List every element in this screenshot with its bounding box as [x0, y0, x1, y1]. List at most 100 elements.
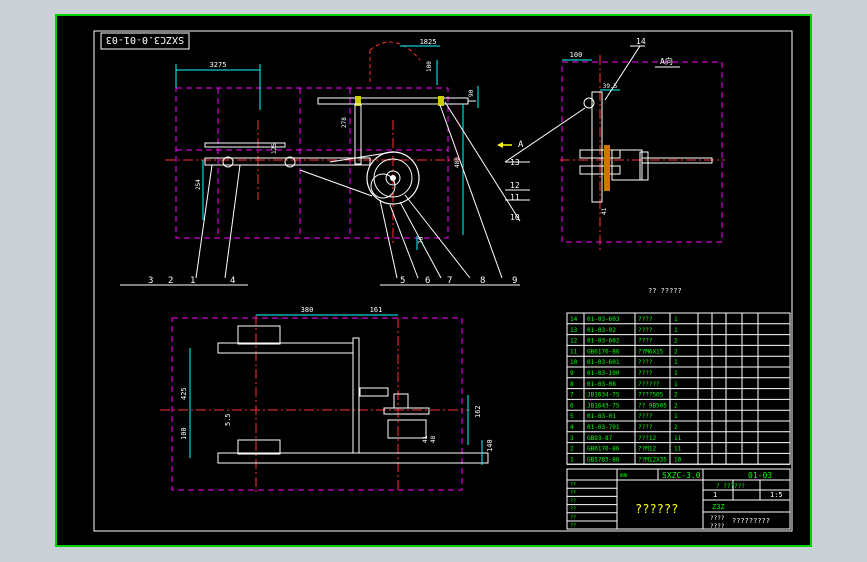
table-cell: 6 — [570, 402, 574, 409]
table-cell: ???? — [638, 424, 653, 431]
table-cell: GB6170-86 — [587, 446, 620, 453]
table-cell: 1 — [674, 316, 678, 323]
material-text: Z3Z — [712, 503, 725, 511]
plan-dim-f: 162 — [474, 405, 482, 418]
side-view-label: A向 — [660, 56, 673, 66]
table-cell: 01-03-701 — [587, 424, 620, 431]
side-dim-low: 41 — [601, 207, 608, 215]
table-cell: 7 — [570, 392, 574, 399]
table-cell: 1 — [674, 413, 678, 420]
company-text: ????????? — [732, 517, 770, 525]
table-cell: 01-03-01 — [587, 413, 616, 420]
plan-dim-c: 425 — [180, 387, 188, 400]
plan-dim-h: 41 — [422, 435, 429, 443]
balloon-5: 5 — [400, 276, 405, 286]
table-cell: 14 — [570, 316, 578, 323]
balloon-13: 13 — [510, 158, 520, 167]
table-cell: 01-03-603 — [587, 316, 620, 323]
table-cell: JB1634-75 — [587, 392, 620, 399]
drawing-sheet-border — [55, 14, 812, 547]
table-cell: 4 — [570, 424, 574, 431]
table-cell: GB93-87 — [587, 435, 613, 442]
balloon-1: 1 — [190, 276, 195, 286]
table-cell: 1 — [570, 456, 574, 463]
side-dim-top: 100 — [570, 51, 583, 59]
table-cell: 5 — [570, 413, 574, 420]
sign-row-label: ?? — [570, 482, 576, 488]
dim-v5: 278 — [341, 117, 348, 128]
sign-row-label: ?? — [570, 507, 576, 513]
plan-dim-i: 48 — [430, 435, 437, 443]
dim-top-right: 1825 — [420, 38, 437, 46]
table-cell: ??M6X15 — [638, 348, 664, 355]
table-cell: 1 — [674, 381, 678, 388]
table-cell: GB5783-86 — [587, 456, 620, 463]
table-cell: ?????? — [638, 381, 660, 388]
balloon-6: 6 — [425, 276, 430, 286]
table-cell: 1 — [674, 359, 678, 366]
plan-dim-e: 5.5 — [224, 413, 232, 426]
table-cell: 11 — [570, 348, 578, 355]
table-cell: 11 — [674, 435, 682, 442]
drawing-name: ?????? — [635, 502, 678, 516]
dim-v3: 480 — [454, 157, 461, 168]
table-cell: 9 — [570, 370, 574, 377]
qty-text: 1 — [713, 491, 717, 499]
tech-requirements-title: ?? ????? — [648, 287, 682, 295]
dim-top-left: 3275 — [210, 61, 227, 69]
plan-dim-d: 100 — [180, 427, 188, 440]
plan-view: 380 161 425 100 5.5 162 140 41 48 — [160, 306, 494, 492]
table-cell: 01-03-601 — [587, 359, 620, 366]
model-text: SXZC-3.0 — [662, 471, 701, 480]
balloon-4: 4 — [230, 276, 235, 286]
balloon-10: 10 — [510, 213, 520, 222]
dim-v7: 125 — [271, 143, 278, 154]
dim-v2: 90 — [468, 89, 475, 97]
side-view: 100 39.5 41 A向 14 A — [497, 37, 725, 250]
table-cell: ???? — [638, 370, 653, 377]
table-cell: ???? — [638, 413, 653, 420]
table-cell: 2 — [674, 392, 678, 399]
unit-label: mm — [620, 472, 628, 479]
table-cell: JB1643-75 — [587, 402, 620, 409]
table-cell: 3 — [570, 435, 574, 442]
table-cell: ???? — [638, 359, 653, 366]
balloon-8: 8 — [480, 276, 485, 286]
table-cell: 2 — [570, 446, 574, 453]
inner-frame — [93, 30, 793, 532]
balloon-11: 11 — [510, 193, 520, 202]
code-box — [100, 32, 190, 50]
table-cell: ??M12X35 — [638, 456, 667, 463]
plan-dim-b: 161 — [370, 306, 383, 314]
balloon-3: 3 — [148, 276, 153, 286]
table-cell: ???? — [638, 338, 653, 345]
balloon-2: 2 — [168, 276, 173, 286]
table-row: 5 01-03-01???? 1 — [570, 413, 678, 420]
table-cell: ?? 9B505 — [638, 402, 667, 409]
table-cell: 13 — [570, 327, 578, 334]
table-cell: 2 — [674, 348, 678, 355]
dim-v4: 254 — [195, 179, 202, 190]
scale-text: 1:5 — [770, 491, 783, 499]
sheet-text: ???? — [710, 515, 725, 522]
table-cell: 8 — [570, 381, 574, 388]
dim-v1: 100 — [426, 61, 433, 72]
table-cell: 2 — [674, 402, 678, 409]
table-cell: 2 — [674, 338, 678, 345]
balloon-12: 12 — [510, 181, 520, 190]
table-cell: 1 — [674, 370, 678, 377]
balloon-7: 7 — [447, 276, 452, 286]
plan-dim-g: 140 — [486, 439, 494, 452]
